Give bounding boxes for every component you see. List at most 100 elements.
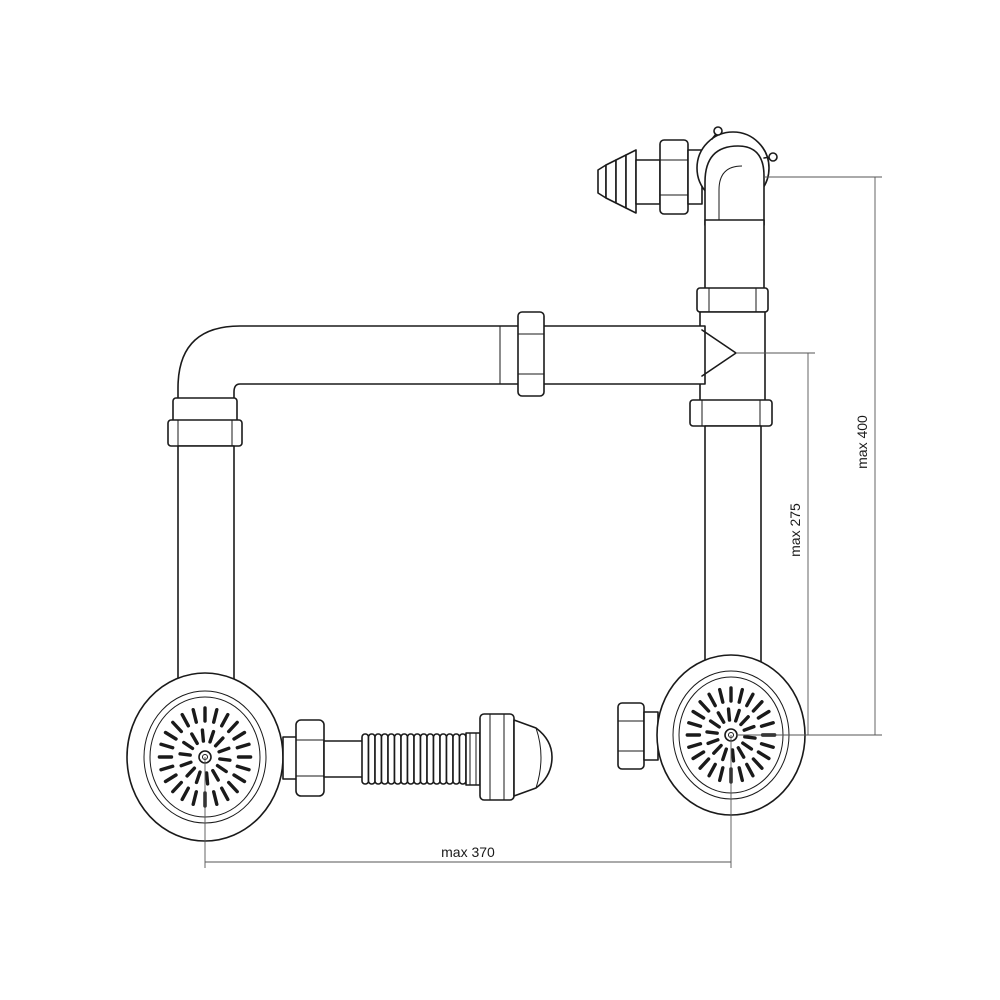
overflow-elbow-assembly: [597, 126, 778, 226]
dimension-max-370: max 370: [204, 735, 732, 868]
strainer-slot: [708, 719, 721, 729]
strainer-slot: [745, 762, 755, 778]
hose-barb-connector: [597, 139, 703, 215]
strainer-slot: [721, 747, 728, 762]
strainer-slots: [157, 706, 253, 808]
strainer-slot: [734, 708, 741, 723]
strainer-slot: [706, 738, 720, 746]
strainer-slot: [191, 790, 199, 806]
right-side-nut: [617, 702, 659, 770]
strainer-slot: [232, 730, 247, 741]
strainer-slot: [741, 741, 754, 751]
strainer-slot: [718, 687, 725, 704]
strainer-slot: [232, 773, 247, 784]
hose-rib: [439, 733, 448, 785]
strainer-slot: [235, 764, 251, 772]
strainer-slot: [743, 735, 757, 740]
hose-rib: [445, 733, 454, 785]
strainer-slot: [698, 700, 711, 713]
strainer-slot: [211, 790, 219, 806]
strainer-slot: [756, 709, 771, 720]
strainer-slot: [737, 687, 744, 704]
strainer-slot: [182, 740, 195, 751]
strainer-slot: [759, 742, 775, 749]
strainer-slot: [687, 742, 703, 749]
dimension-label-width: max 370: [441, 844, 495, 860]
strainer-slot: [712, 743, 723, 755]
strainer-slot: [159, 764, 175, 772]
strainer-slot: [194, 770, 202, 785]
hose-rib: [374, 733, 383, 785]
strainer-slot: [215, 763, 228, 774]
hose-rib: [393, 733, 402, 785]
strainer-slot: [211, 708, 219, 724]
dimension-label-outlet-height: max 275: [787, 503, 803, 557]
strainer-slot: [759, 721, 775, 728]
strainer-slot: [171, 720, 184, 734]
hose-rib: [452, 733, 461, 785]
strainer-slot: [180, 786, 191, 802]
strainer-slot: [726, 707, 732, 722]
hose-rib: [426, 733, 435, 785]
strainer-slots: [685, 686, 777, 784]
hose-rib: [432, 733, 441, 785]
hose-rib: [367, 733, 376, 785]
strainer-slot: [737, 766, 744, 783]
strainer-slot: [185, 766, 197, 778]
strainer-slot: [191, 708, 199, 724]
strainer-slot: [226, 780, 239, 794]
strainer-slot: [698, 757, 711, 770]
strainer-slot: [751, 757, 764, 770]
strainer-slot: [718, 766, 725, 783]
strainer-slot: [687, 721, 703, 728]
strainer-slot: [226, 720, 239, 734]
strainer-slot: [705, 730, 719, 735]
strainer-slot: [736, 746, 746, 759]
strainer-slot: [213, 736, 225, 748]
strainer-slot: [211, 768, 220, 782]
hose-rib: [400, 733, 409, 785]
strainer-slot: [200, 728, 206, 743]
corrugated-overflow-hose: [282, 713, 553, 801]
strainer-slot: [219, 786, 230, 802]
strainer-slot: [707, 692, 717, 708]
strainer-slot: [171, 780, 184, 794]
strainer-slot: [730, 748, 736, 763]
strainer-slot: [190, 732, 199, 746]
strainer-slot: [163, 730, 178, 741]
strainer-slot: [716, 711, 726, 724]
strainer-slot: [742, 724, 756, 732]
strainer-slot: [235, 742, 251, 750]
dimension-label-total-height: max 400: [854, 415, 870, 469]
strainer-slot: [739, 715, 750, 727]
hose-rib: [419, 733, 428, 785]
hose-rib: [361, 733, 370, 785]
strainer-slot: [707, 762, 717, 778]
hose-ribs: [361, 733, 467, 785]
strainer-slot: [745, 692, 755, 708]
hose-rib: [380, 733, 389, 785]
strainer-slot: [756, 750, 771, 761]
strainer-slot: [180, 712, 191, 728]
strainer-slot: [204, 771, 210, 786]
strainer-slot: [159, 742, 175, 750]
hose-rib: [458, 733, 467, 785]
strainer-slot: [219, 712, 230, 728]
hose-rib: [387, 733, 396, 785]
hose-rib: [406, 733, 415, 785]
horizontal-connecting-pipe: [177, 311, 737, 411]
dimension-max-400: max 400: [764, 176, 882, 736]
strainer-slot: [751, 700, 764, 713]
strainer-slot: [691, 709, 706, 720]
strainer-slot: [178, 752, 192, 757]
strainer-slot: [218, 757, 232, 762]
strainer-slot: [163, 773, 178, 784]
left-vertical-pipe: [167, 397, 243, 683]
right-vertical-pipe: [689, 219, 773, 667]
strainer-slot: [208, 729, 216, 744]
strainer-slot: [217, 746, 231, 754]
overflow-elbow: [696, 126, 778, 226]
hose-rib: [413, 733, 422, 785]
strainer-slot: [179, 760, 193, 768]
